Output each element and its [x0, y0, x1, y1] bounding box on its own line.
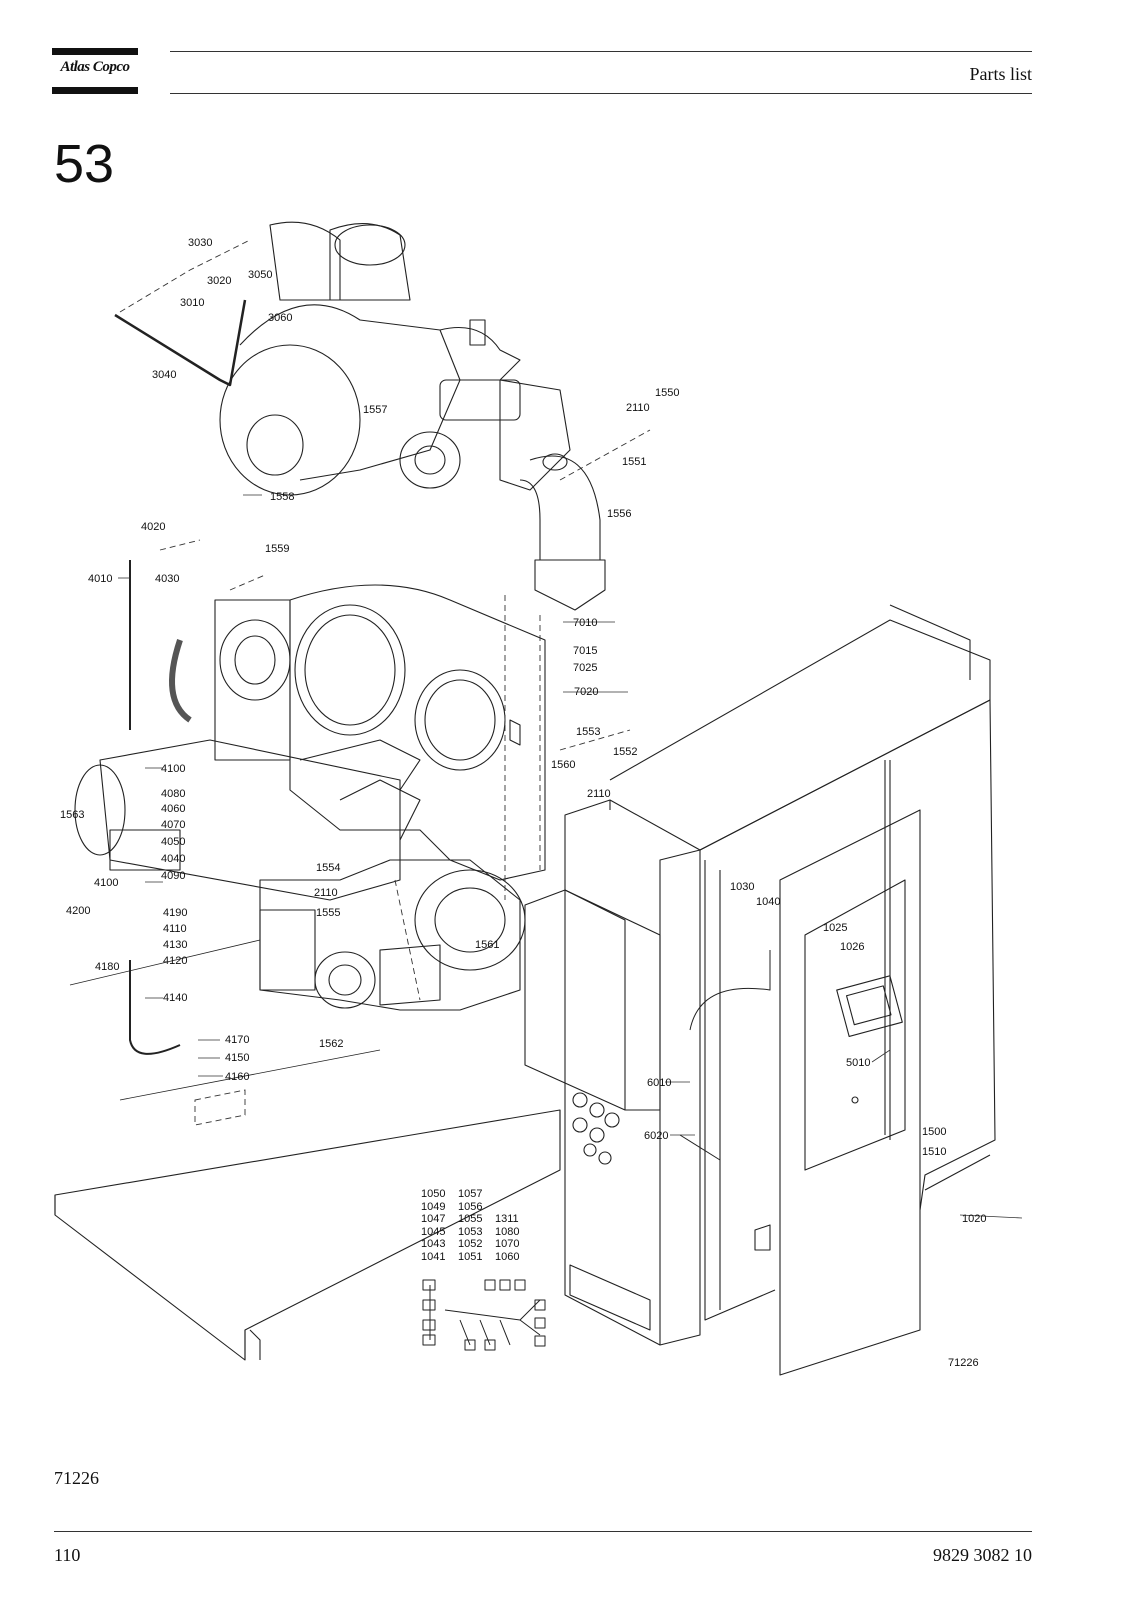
- callout-1556: 1556: [607, 508, 631, 520]
- callout-1057: 1057: [458, 1188, 482, 1200]
- callout-4100-upper: 4100: [161, 763, 185, 775]
- header-rule-bottom: [170, 93, 1032, 94]
- wiring-harness: [422, 1279, 546, 1351]
- compressor-element: [219, 221, 606, 611]
- callout-4020: 4020: [141, 521, 165, 533]
- callout-1030: 1030: [730, 881, 754, 893]
- callout-1563: 1563: [60, 809, 84, 821]
- callout-3050: 3050: [248, 269, 272, 281]
- callout-1047: 1047: [421, 1213, 445, 1225]
- callout-1055: 1055: [458, 1213, 482, 1225]
- callout-4200: 4200: [66, 905, 90, 917]
- callout-1552: 1552: [613, 746, 637, 758]
- callout-1051: 1051: [458, 1251, 482, 1263]
- callout-1510: 1510: [922, 1146, 946, 1158]
- callout-7025: 7025: [573, 662, 597, 674]
- callout-3030: 3030: [188, 237, 212, 249]
- atlas-copco-logo: Atlas Copco: [52, 48, 138, 94]
- drawing-corner-id: 71226: [948, 1357, 979, 1369]
- section-number: 53: [54, 134, 115, 194]
- logo-bar-bottom: [52, 87, 138, 94]
- callout-3010: 3010: [180, 297, 204, 309]
- exploded-parts-drawing: 3030 3020 3010 3050 3060 3040 1557 1558 …: [54, 221, 1023, 1376]
- callout-6020: 6020: [644, 1130, 668, 1142]
- callout-1560: 1560: [551, 759, 575, 771]
- callout-2110-low: 2110: [314, 887, 338, 899]
- base-frame: [54, 1109, 561, 1361]
- callout-4060: 4060: [161, 803, 185, 815]
- callout-1056: 1056: [458, 1201, 482, 1213]
- callout-4190: 4190: [163, 907, 187, 919]
- callout-1050: 1050: [421, 1188, 445, 1200]
- callout-4100-lower: 4100: [94, 877, 118, 889]
- callout-1080: 1080: [495, 1226, 519, 1238]
- callout-1554: 1554: [316, 862, 340, 874]
- callout-1060: 1060: [495, 1251, 519, 1263]
- callout-1555: 1555: [316, 907, 340, 919]
- callout-4130: 4130: [163, 939, 187, 951]
- callout-2110-top: 2110: [626, 402, 650, 414]
- callout-4110: 4110: [163, 923, 187, 935]
- callout-4180: 4180: [95, 961, 119, 973]
- callout-1026: 1026: [840, 941, 864, 953]
- callout-7010: 7010: [573, 617, 597, 629]
- callout-1040: 1040: [756, 896, 780, 908]
- callout-1559: 1559: [265, 543, 289, 555]
- callout-4080: 4080: [161, 788, 185, 800]
- callout-1557: 1557: [363, 404, 387, 416]
- callout-4160: 4160: [225, 1071, 249, 1083]
- cooler-block: [74, 739, 421, 901]
- callout-4070: 4070: [161, 819, 185, 831]
- callout-1049: 1049: [421, 1201, 445, 1213]
- callout-4140: 4140: [163, 992, 187, 1004]
- callout-1053: 1053: [458, 1226, 482, 1238]
- callout-2110-mid: 2110: [587, 788, 611, 800]
- callout-1041: 1041: [421, 1251, 445, 1263]
- callout-3040: 3040: [152, 369, 176, 381]
- callout-4170: 4170: [225, 1034, 249, 1046]
- callout-4150: 4150: [225, 1052, 249, 1064]
- callout-4120: 4120: [163, 955, 187, 967]
- callout-3060: 3060: [268, 312, 292, 324]
- page-number: 110: [54, 1545, 81, 1565]
- tube-3040: [114, 299, 247, 387]
- callout-1070: 1070: [495, 1238, 519, 1250]
- figure-id: 71226: [54, 1468, 99, 1488]
- gear-casing: [169, 584, 546, 881]
- callout-4040: 4040: [161, 853, 185, 865]
- callout-6010: 6010: [647, 1077, 671, 1089]
- section-title: Parts list: [969, 64, 1032, 84]
- callout-4030: 4030: [155, 573, 179, 585]
- callout-1043: 1043: [421, 1238, 445, 1250]
- callout-1562: 1562: [319, 1038, 343, 1050]
- callout-4090: 4090: [161, 870, 185, 882]
- document-number: 9829 3082 10: [933, 1545, 1032, 1565]
- callout-4010: 4010: [88, 573, 112, 585]
- tube-4140: [129, 960, 181, 1055]
- footer-rule: [54, 1531, 1032, 1532]
- callout-7020: 7020: [574, 686, 598, 698]
- callout-5010: 5010: [846, 1057, 870, 1069]
- callout-1551: 1551: [622, 456, 646, 468]
- logo-wordmark: Atlas Copco: [60, 59, 130, 75]
- callout-1020: 1020: [962, 1213, 986, 1225]
- callout-1550: 1550: [655, 387, 679, 399]
- callout-1500: 1500: [922, 1126, 946, 1138]
- callout-1558: 1558: [270, 491, 294, 503]
- callout-1052: 1052: [458, 1238, 482, 1250]
- callout-1025: 1025: [823, 922, 847, 934]
- door-panel: [754, 809, 921, 1376]
- electrical-cabinet: [524, 799, 701, 1346]
- callout-1553: 1553: [576, 726, 600, 738]
- callout-1561: 1561: [475, 939, 499, 951]
- logo-bar-top: [52, 48, 138, 55]
- callout-1045: 1045: [421, 1226, 445, 1238]
- callout-1311: 1311: [495, 1213, 519, 1225]
- callout-7015: 7015: [573, 645, 597, 657]
- callout-4050: 4050: [161, 836, 185, 848]
- header-rule-top: [170, 51, 1032, 52]
- enclosure-frame: [609, 604, 996, 1321]
- callout-3020: 3020: [207, 275, 231, 287]
